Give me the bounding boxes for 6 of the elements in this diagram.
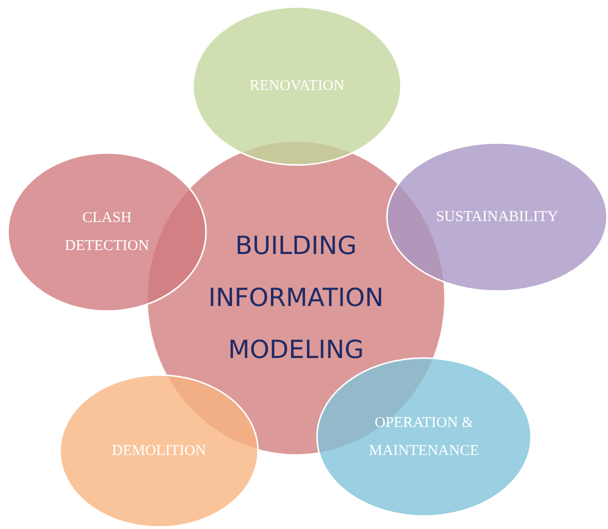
topic-label: SUSTAINABILITY (434, 208, 560, 227)
topic-label: RENOVATION (248, 77, 346, 96)
center-label: BUILDING INFORMATION MODELING (207, 230, 385, 366)
topic-label: DEMOLITION (110, 442, 208, 461)
topic-label: OPERATION & MAINTENANCE (368, 414, 480, 461)
topic-label: CLASH DETECTION (64, 209, 150, 256)
